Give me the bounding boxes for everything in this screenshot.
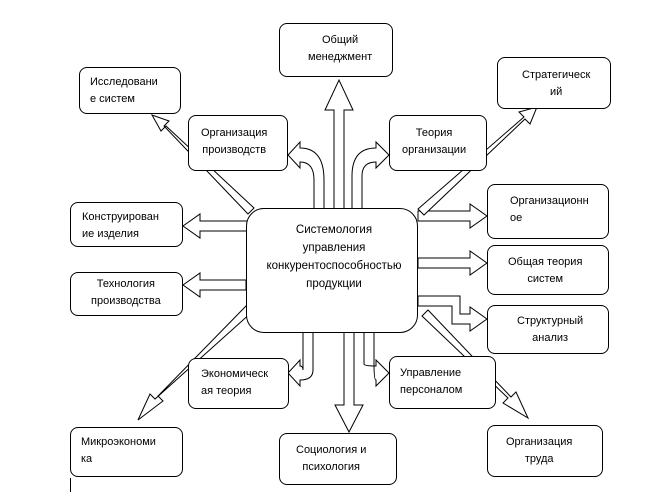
node-economic-theory[interactable]: Экономическ ая теория [188,358,289,409]
node-strategic[interactable]: Стратегическ ий [497,57,611,109]
arrow-to-production-org [287,140,325,211]
arrow-to-org-theory [351,140,390,211]
center-node[interactable]: Системология управления конкурентоспособ… [246,208,418,333]
node-label: Стратегическ ий [522,69,591,98]
arrow-to-organizational [417,203,488,229]
node-product-design[interactable]: Конструирован ие изделия [70,202,183,247]
node-general-systems[interactable]: Общая теория систем [487,245,609,295]
node-production-org[interactable]: Организация производств [188,115,288,171]
node-organizational[interactable]: Организационн ое [487,184,609,239]
node-personnel-mgmt[interactable]: Управление персоналом [389,356,496,409]
node-label: Управление персоналом [400,367,463,396]
node-label: Общая теория систем [508,256,583,285]
node-label: Организация производств [201,127,268,156]
arrow-to-product-design [182,213,249,239]
node-label: Технология производства [91,278,161,307]
node-systems-research[interactable]: Исследовани е систем [79,67,181,114]
arrow-to-sociology [334,329,364,434]
node-label: Социология и психология [296,444,367,473]
node-label: Структурный анализ [517,315,584,344]
node-label: Исследовани е систем [90,76,158,105]
node-labor-org[interactable]: Организация труда [487,425,603,477]
node-label: Конструирован ие изделия [82,211,159,240]
arrow-to-personnel-mgmt [363,329,390,388]
arrow-to-general-management [324,78,354,211]
node-structural[interactable]: Структурный анализ [487,305,609,354]
node-general-management[interactable]: Общий менеджмент [279,23,393,77]
center-label: Системология управления конкурентоспособ… [266,224,402,290]
node-label: Организация труда [506,436,573,465]
node-production-tech[interactable]: Технология производства [70,272,183,316]
arrow-to-production-tech [182,272,247,298]
node-label: Теория организации [402,127,467,156]
node-label: Микроэкономи ка [81,436,156,465]
node-label: Экономическ ая теория [201,368,269,397]
arrow-to-economic-theory [287,329,314,388]
node-sociology[interactable]: Социология и психология [279,433,397,485]
arrow-to-structural [417,295,488,332]
node-microeconomics[interactable]: Микроэкономи ка [70,427,183,477]
arrow-to-general-systems [417,250,488,276]
node-label: Организационн ое [510,195,589,224]
text-cursor [70,478,71,492]
node-label: Общий менеджмент [308,34,373,63]
node-org-theory[interactable]: Теория организации [389,115,487,171]
